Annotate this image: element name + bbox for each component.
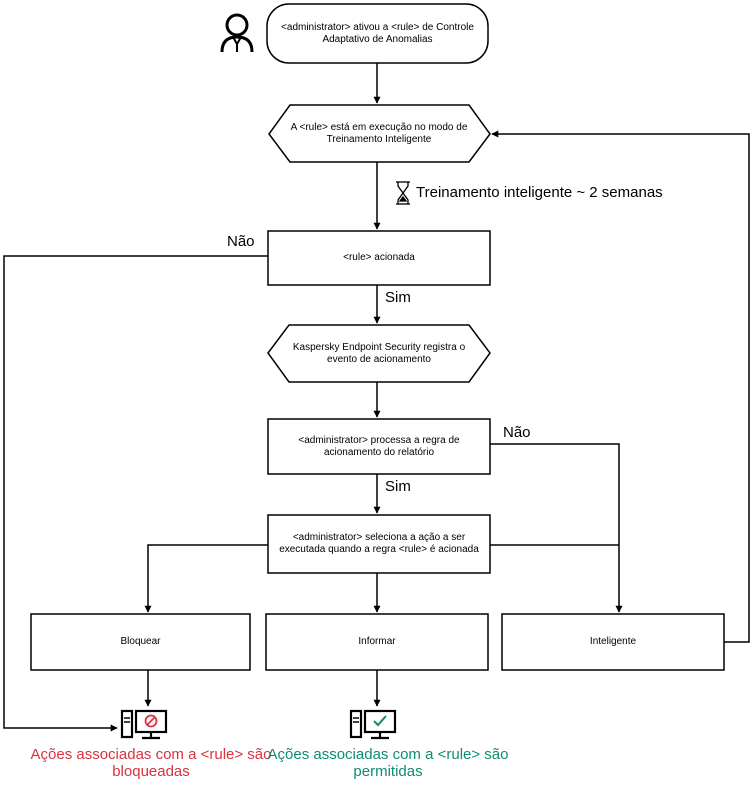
result-blocked: Ações associadas com a <rule> são bloque… <box>30 746 272 780</box>
edge-label-no: Não <box>503 424 531 441</box>
inform-node: Informar <box>358 636 396 647</box>
start-node: <administrator> ativou a <rule> de Contr… <box>281 21 474 45</box>
admin-selects-shape <box>267 514 491 574</box>
connector <box>491 130 750 643</box>
rule-triggered-node: <rule> acionada <box>343 252 415 263</box>
connector <box>490 443 623 613</box>
training-mode-shape <box>268 104 491 163</box>
training-duration-label: Treinamento inteligente ~ 2 semanas <box>416 184 663 201</box>
connector <box>144 544 268 613</box>
rule-triggered-shape <box>267 230 491 286</box>
block-shape <box>30 613 251 671</box>
hourglass-icon <box>396 181 410 205</box>
admin-processes-shape <box>267 418 491 475</box>
admin-selects-node: <administrator> seleciona a ação a ser e… <box>279 532 479 555</box>
edge-label-yes: Sim <box>385 478 411 495</box>
user-icon <box>220 13 254 53</box>
edge-label-yes: Sim <box>385 289 411 306</box>
computer-blocked-icon <box>120 709 168 740</box>
block-node: Bloquear <box>120 636 161 647</box>
computer-allowed-icon <box>349 709 397 740</box>
kes-logs-shape <box>267 324 491 383</box>
admin-processes-node: <administrator> processa a regra de acio… <box>298 434 460 458</box>
smart-node: Inteligente <box>589 636 637 647</box>
training-mode-node: A <rule> está em execução no modo de Tre… <box>290 122 468 145</box>
edge-label-no: Não <box>227 233 255 250</box>
inform-shape <box>265 613 489 671</box>
connector <box>3 255 268 732</box>
smart-shape <box>501 613 725 671</box>
result-allowed: Ações associadas com a <rule> são permit… <box>267 746 509 780</box>
kes-logs-node: Kaspersky Endpoint Security registra o e… <box>292 342 466 365</box>
